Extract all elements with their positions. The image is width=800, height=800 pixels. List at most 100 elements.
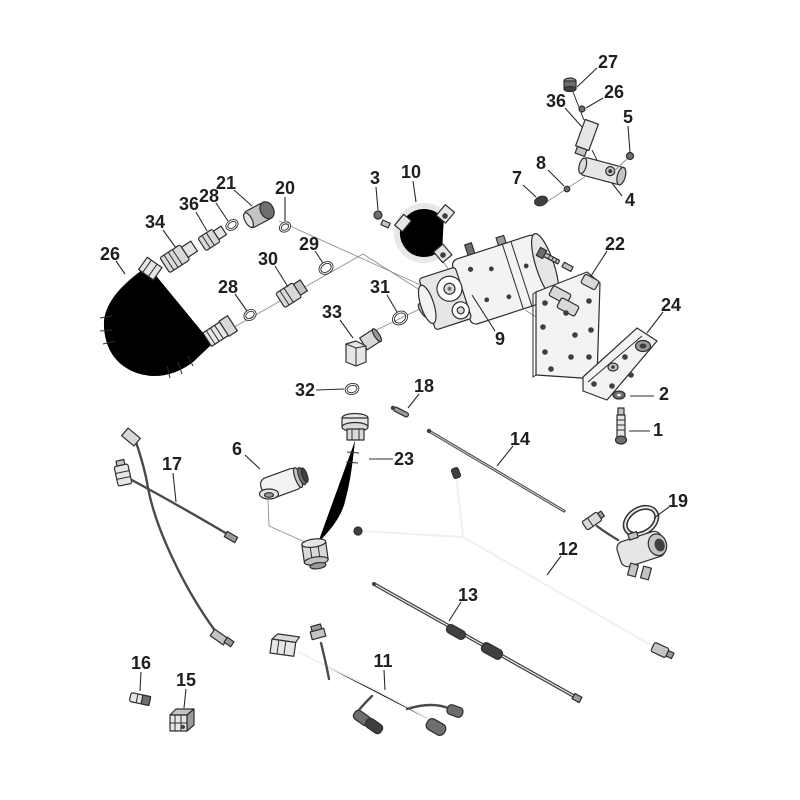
part-hose-26 — [99, 256, 238, 379]
callout-label-23: 23 — [394, 449, 414, 469]
callout-label-12: 12 — [558, 539, 578, 559]
part-elbow-6 — [258, 467, 309, 500]
callout-leader-10 — [412, 180, 417, 203]
part-fitting-34 — [160, 240, 198, 273]
part-oring-31 — [392, 310, 408, 326]
callout-label-9: 9 — [495, 329, 505, 349]
callout-leader-28 — [215, 202, 229, 222]
callout-label-11: 11 — [373, 651, 392, 671]
callout-label-36: 36 — [546, 91, 566, 111]
callout-label-6: 6 — [232, 439, 242, 459]
callout-label-3: 3 — [370, 168, 380, 188]
callout-leader-30 — [274, 265, 289, 288]
callout-label-17: 17 — [162, 454, 182, 474]
callout-label-20: 20 — [275, 178, 295, 198]
callout-label-4: 4 — [625, 190, 635, 210]
callout-leader-32 — [315, 388, 345, 391]
callout-leader-27 — [576, 67, 598, 88]
callout-leader-5 — [627, 125, 631, 153]
part-washer-2 — [612, 390, 626, 400]
callout-leader-16 — [139, 671, 142, 692]
callout-label-18: 18 — [414, 376, 434, 396]
callout-label-5: 5 — [623, 107, 633, 127]
part-rod-14 — [426, 428, 566, 513]
part-clamp-10 — [393, 203, 456, 264]
part-valve-body-4 — [578, 157, 627, 186]
callout-label-28: 28 — [199, 186, 219, 206]
callout-leader-36 — [564, 107, 583, 128]
callout-label-26: 26 — [100, 244, 120, 264]
callout-label-30: 30 — [258, 249, 278, 269]
callout-leader-9 — [471, 294, 496, 332]
part-fitting-26-top — [578, 105, 586, 113]
callout-leader-17 — [172, 472, 177, 503]
callout-label-19: 19 — [668, 491, 688, 511]
part-block-36-top — [574, 118, 599, 158]
callout-label-32: 32 — [295, 380, 315, 400]
callout-label-28: 28 — [218, 277, 238, 297]
callout-leader-26 — [115, 260, 126, 275]
callout-label-14: 14 — [510, 429, 530, 449]
part-fitting-36-left — [198, 225, 228, 251]
part-harness-11 — [269, 623, 464, 736]
part-rod-upper — [572, 91, 585, 121]
part-pin-18 — [390, 405, 410, 418]
callout-leader-8 — [547, 169, 565, 187]
callout-leader-7 — [522, 184, 537, 198]
callout-label-31: 31 — [370, 277, 390, 297]
part-oring-32 — [344, 382, 360, 396]
callout-label-21: 21 — [216, 173, 236, 193]
callout-label-8: 8 — [536, 153, 546, 173]
callout-leader-28 — [234, 293, 248, 312]
callout-leader-26 — [585, 97, 604, 109]
callout-leader-29 — [314, 250, 324, 264]
part-bracket-24 — [582, 327, 658, 401]
part-plate-22 — [532, 271, 601, 380]
part-switch-19 — [581, 504, 668, 581]
part-pump-9 — [417, 233, 560, 330]
callout-leader-14 — [496, 445, 514, 467]
callout-label-2: 2 — [659, 384, 669, 404]
part-harness-17 — [113, 427, 239, 648]
callout-label-1: 1 — [653, 420, 663, 440]
callout-leader-4 — [611, 182, 623, 197]
callout-leader-6 — [244, 454, 261, 470]
part-fitting-30 — [275, 279, 308, 308]
callout-label-7: 7 — [512, 168, 522, 188]
callout-leader-19 — [653, 506, 670, 519]
callout-leader-15 — [183, 688, 187, 709]
callout-leader-22 — [590, 250, 608, 277]
part-hose-23 — [301, 412, 369, 570]
part-cap-27 — [563, 77, 577, 93]
callout-leader-11 — [383, 669, 386, 691]
callout-label-22: 22 — [605, 234, 625, 254]
part-fuse-16 — [129, 692, 152, 707]
callout-label-16: 16 — [131, 653, 151, 673]
callout-leader-21 — [233, 189, 253, 207]
callout-label-33: 33 — [322, 302, 342, 322]
callout-leader-36 — [195, 211, 208, 232]
callout-label-36: 36 — [179, 194, 199, 214]
part-elbow-33 — [345, 328, 383, 367]
part-cable-12 — [353, 467, 675, 660]
callout-label-34: 34 — [145, 212, 165, 232]
part-cable-13 — [372, 582, 583, 704]
callout-leader-13 — [448, 601, 462, 622]
callout-label-24: 24 — [661, 295, 681, 315]
part-oring-20 — [278, 221, 292, 233]
callout-label-29: 29 — [299, 234, 319, 254]
part-screw-22-mount — [535, 246, 574, 273]
callout-leader-18 — [407, 393, 420, 409]
part-bolt-5 — [612, 151, 635, 173]
part-elbow-21 — [243, 201, 275, 228]
callout-leader-12 — [546, 555, 562, 576]
part-oring-28b — [243, 308, 257, 322]
callout-leader-34 — [162, 229, 177, 249]
part-relay-15 — [169, 708, 195, 732]
callout-leader-24 — [646, 311, 664, 334]
part-bolt-1 — [614, 407, 628, 445]
